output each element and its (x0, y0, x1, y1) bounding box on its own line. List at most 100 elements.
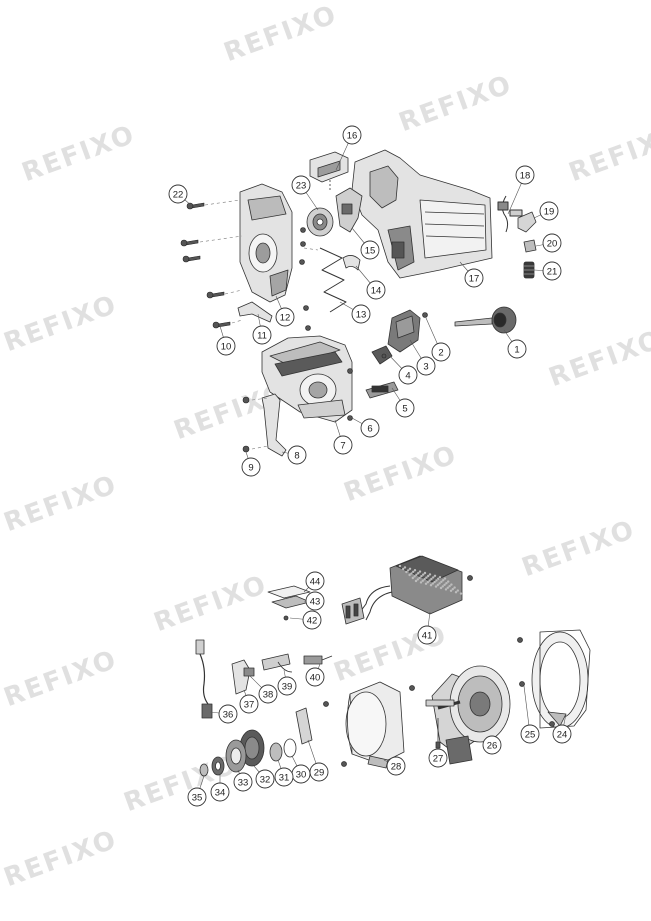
callout-10: 10 (216, 336, 236, 356)
callout-31: 31 (274, 767, 294, 787)
callout-number: 26 (487, 741, 498, 752)
callout-number: 37 (244, 700, 255, 711)
spout (517, 211, 537, 233)
heatsink-fin (438, 576, 442, 579)
ring-30 (283, 738, 297, 758)
heatsink-fin (453, 586, 456, 589)
bearing-31 (269, 742, 283, 762)
heatsink-fin (450, 583, 453, 586)
heatsink-fin (420, 575, 423, 578)
callout-circle (398, 365, 418, 385)
heatsink-fin (426, 581, 429, 584)
callout-43: 43 (305, 591, 325, 611)
callout-22: 22 (168, 184, 188, 204)
callout-number: 40 (310, 673, 321, 684)
callout-42: 42 (302, 610, 322, 630)
heatsink-fin (438, 582, 441, 585)
callout-circle (277, 676, 297, 696)
screws-upper (180, 202, 428, 453)
heatsink-fin (440, 580, 443, 583)
carbon-brush (365, 381, 399, 399)
heatsink-fin (431, 582, 434, 585)
callout-number: 22 (173, 190, 184, 201)
heatsink-fin (405, 570, 408, 574)
top-bracket (309, 151, 349, 192)
callout-circle (210, 782, 230, 802)
heatsink-fin (448, 585, 451, 588)
callout-number: 20 (547, 239, 558, 250)
callout-29: 29 (309, 762, 329, 782)
heatsink-fin (408, 573, 411, 577)
callout-number: 31 (279, 773, 290, 784)
callout-circle (305, 571, 325, 591)
end-cap (387, 309, 421, 353)
heatsink-fin (418, 570, 422, 573)
callout-circle (542, 261, 562, 281)
heatsink-fin (402, 567, 405, 571)
callout-number: 10 (221, 342, 232, 353)
callout-circle (305, 591, 325, 611)
main-housing (351, 149, 493, 279)
callout-3: 3 (416, 356, 436, 376)
callout-number: 12 (280, 313, 291, 324)
callout-circle (168, 184, 188, 204)
callout-number: 43 (310, 597, 321, 608)
callout-number: 36 (223, 710, 234, 721)
callout-36: 36 (218, 704, 238, 724)
clip (342, 255, 361, 271)
callout-circle (542, 233, 562, 253)
screw-41 (467, 575, 473, 581)
callout-number: 11 (257, 331, 267, 342)
washer-34 (211, 756, 225, 776)
heatsink-fin (423, 571, 427, 575)
heatsink-fin (446, 586, 449, 589)
callout-number: 17 (469, 274, 480, 285)
callout-6: 6 (360, 418, 380, 438)
heatsink-fin (413, 575, 416, 578)
heatsink-fin (417, 572, 420, 575)
callout-number: 28 (391, 762, 402, 773)
callout-26: 26 (482, 735, 502, 755)
callout-13: 13 (351, 304, 371, 324)
callout-number: 6 (367, 424, 372, 435)
callout-21: 21 (542, 261, 562, 281)
callout-8: 8 (287, 445, 307, 465)
small-plate (237, 301, 273, 323)
heatsink-fin (427, 574, 430, 578)
cable-connector (454, 306, 517, 334)
callout-5: 5 (395, 398, 415, 418)
gear (306, 207, 334, 237)
heatsink-fin (428, 579, 431, 582)
heatsink-fin (454, 591, 458, 594)
callout-number: 13 (356, 310, 367, 321)
callout-circle (274, 767, 294, 787)
heatsink-fin (403, 566, 407, 569)
callout-2: 2 (431, 342, 451, 362)
callout-number: 18 (520, 171, 531, 182)
callout-15: 15 (360, 240, 380, 260)
callout-circle (482, 735, 502, 755)
screws-28 (323, 685, 415, 767)
spring-cylinder (523, 261, 535, 279)
callout-number: 33 (238, 778, 249, 789)
callout-number: 2 (438, 348, 443, 359)
callout-circle (218, 704, 238, 724)
control-board (389, 555, 463, 615)
heatsink-fin (429, 584, 433, 587)
heatsink-fin (433, 574, 437, 577)
rotor-fan (431, 665, 511, 765)
callout-number: 34 (215, 788, 226, 799)
gear-33 (225, 739, 247, 773)
callout-circle (386, 756, 406, 776)
callout-number: 44 (310, 577, 321, 588)
callout-number: 15 (365, 246, 376, 257)
heatsink-fin (436, 583, 439, 587)
callout-44: 44 (305, 571, 325, 591)
callout-circle (428, 748, 448, 768)
callout-12: 12 (275, 307, 295, 327)
callout-23: 23 (291, 175, 311, 195)
callout-circle (552, 724, 572, 744)
callout-number: 27 (433, 754, 444, 765)
callout-number: 25 (525, 730, 536, 741)
heatsink-fin (421, 579, 424, 582)
